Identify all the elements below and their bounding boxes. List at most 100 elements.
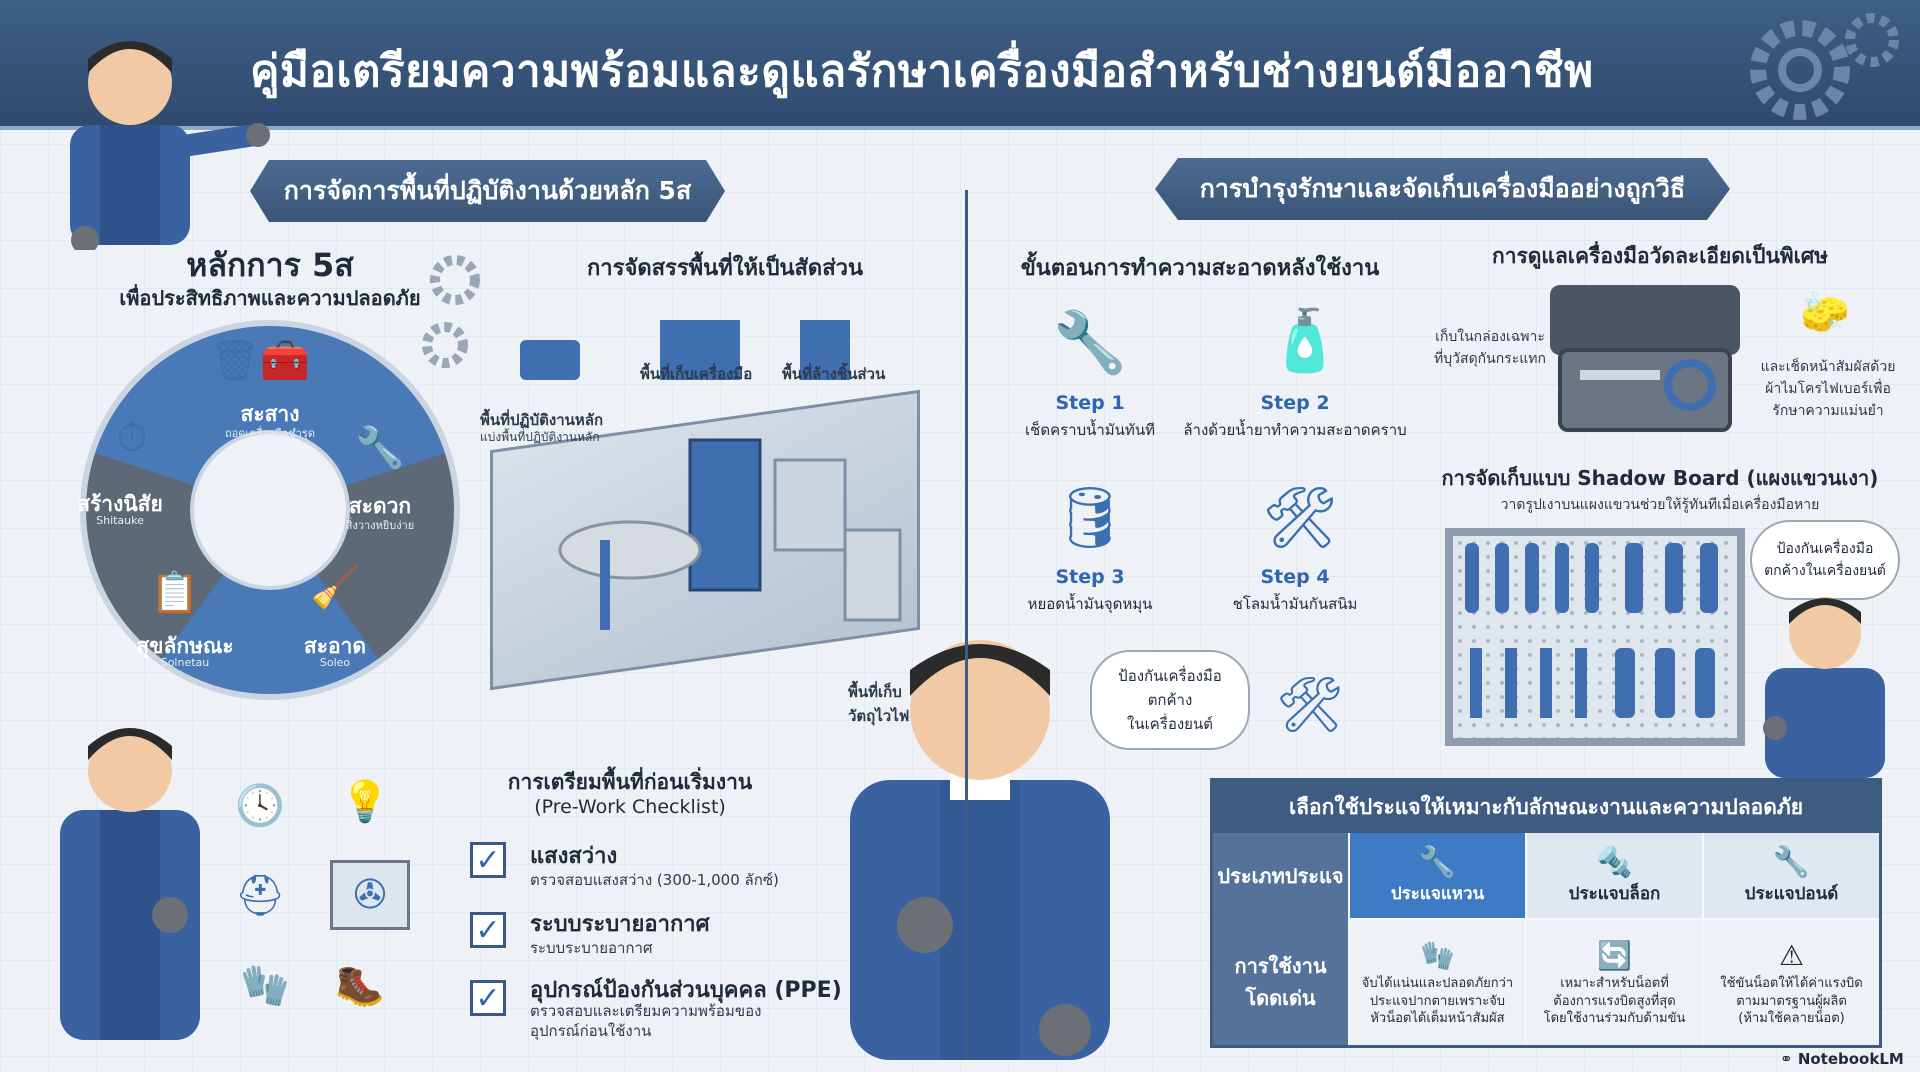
helmet-goggles-icon: ⛑ — [234, 872, 286, 919]
step-3-desc: หยอดน้ำมันจุดหมุน — [1027, 595, 1153, 613]
safety-boot-icon: 🥾 — [335, 962, 385, 1009]
segment-seiketsu-label: สุขลักษณะ — [136, 634, 234, 658]
shadow-subtitle: วาดรูปเงาบนแผงแขวนช่วยให้รู้ทันทีเมื่อเค… — [1500, 497, 1820, 513]
segment-seiri-sub: ถอดเครื่องมือชำรุด — [225, 427, 315, 440]
page-title: คู่มือเตรียมความพร้อมและดูแลรักษาเครื่อง… — [250, 46, 1594, 97]
ppe-checkbox[interactable]: ✓ — [470, 980, 506, 1016]
workshop-layout-illustration — [520, 320, 902, 630]
ventilation-fan-icon: ✇ — [330, 860, 410, 930]
header-banner: คู่มือเตรียมความพร้อมและดูแลรักษาเครื่อง… — [0, 0, 1920, 130]
cleaning-title: ขั้นตอนการทำความสะอาดหลังใช้งาน — [1020, 256, 1380, 281]
step-3-label: Step 3 — [1055, 566, 1125, 588]
mechanic-center-illustration — [850, 640, 1110, 1060]
torque-wrench-usage-cell: ⚠ ใช้ขันน็อตให้ได้ค่าแรงบิด ตามมาตรฐานผู… — [1704, 920, 1879, 1045]
segment-seiketsu-sub: Solnetau — [160, 656, 210, 669]
zone-material-label: พื้นที่เก็บ วัตถุไวไฟ — [848, 683, 910, 725]
glove-bolt-icon: 🧤 — [1420, 939, 1455, 973]
wrench-screwdriver-icon: 🛠 — [1275, 673, 1345, 736]
ventilation-checkbox[interactable]: ✓ — [470, 912, 506, 948]
segment-shitsuke-sub: Shitauke — [96, 514, 144, 527]
shadow-title: การจัดเก็บแบบ Shadow Board (แผงแขวนเงา) — [1441, 466, 1879, 490]
zone-wash-label: พื้นที่ล้างชิ้นส่วน — [782, 365, 886, 383]
segment-seiton-sub: สิ่งวางหยิบง่าย — [345, 519, 415, 532]
checklist-subtitle: (Pre-Work Checklist) — [534, 796, 726, 818]
zoning-title: การจัดสรรพื้นที่ให้เป็นสัดส่วน — [586, 256, 864, 281]
wrench-spray-icon: 🧴 — [1267, 305, 1343, 376]
section-title-maintenance: การบำรุงรักษาและจัดเก็บเครื่องมืออย่างถู… — [1155, 158, 1730, 220]
step-4-label: Step 4 — [1260, 566, 1330, 588]
section-divider — [965, 190, 968, 1060]
toolbox-icon: 🧰 — [260, 337, 310, 384]
mechanic-pointing-illustration — [70, 41, 270, 250]
step-4-desc: ชโลมน้ำมันกันสนิม — [1232, 595, 1358, 613]
step-2-desc: ล้างด้วยน้ำยาทำความสะอาดคราบ — [1183, 421, 1407, 439]
wrench-comparison-table: เลือกใช้ประแจให้เหมาะกับลักษณะงานและความ… — [1210, 778, 1882, 1048]
segment-seiton-label: สะดวก — [348, 494, 412, 518]
checklist-title: การเตรียมพื้นที่ก่อนเริ่มงาน — [507, 770, 753, 794]
precision-right-note: และเช็ดหน้าสัมผัสด้วย ผ้าไมโครไฟเบอร์เพื… — [1760, 359, 1896, 419]
crossed-tools-icon: 🛠 — [1261, 483, 1339, 553]
lighting-title: แสงสว่าง — [530, 844, 618, 869]
lightbulb-icon: 💡 — [340, 778, 390, 825]
ventilation-title: ระบบระบายอากาศ — [530, 912, 710, 937]
shadow-board-tools — [1465, 543, 1718, 718]
zone-main-desc: แบ่งพื้นที่ปฏิบัติงานหลัก — [480, 430, 600, 444]
row-label-usage: การใช้งาน โดดเด่น — [1213, 918, 1348, 1045]
ring-wrench-usage-cell: 🧤 จับได้แน่นและปลอดภัยกว่า ประแจปากตายเพ… — [1350, 920, 1525, 1045]
5s-cycle-center — [190, 430, 350, 590]
ring-wrench-usage: จับได้แน่นและปลอดภัยกว่า ประแจปากตายเพรา… — [1361, 976, 1514, 1027]
microfiber-cloth-icon: 🧽 — [1800, 289, 1850, 336]
shadow-speech-bubble: ป้องกันเครื่องมือ ตกค้างในเครื่องยนต์ — [1750, 520, 1900, 600]
col-torque-wrench[interactable]: 🔧 ประแจปอนด์ — [1704, 833, 1879, 918]
torque-wrench-usage: ใช้ขันน็อตให้ได้ค่าแรงบิด ตามมาตรฐานผู้ผ… — [1720, 976, 1863, 1027]
lighting-checkbox[interactable]: ✓ — [470, 842, 506, 878]
precision-case-illustration — [1550, 285, 1740, 432]
socket-wrench-usage: เหมาะสำหรับน็อตที่ ต้องการแรงบิดสูงที่สุ… — [1543, 976, 1686, 1027]
wrench-table-title: เลือกใช้ประแจให้เหมาะกับลักษณะงานและความ… — [1213, 781, 1879, 833]
col-ring-wrench[interactable]: 🔧 ประแจแหวน — [1350, 833, 1525, 918]
mechanic-shadow-board-illustration — [1763, 597, 1885, 778]
torque-wrench-icon: 🔧 — [1772, 844, 1811, 880]
socket-wrench-icon: 🔩 — [1595, 844, 1634, 880]
clock-icon: 🕓 — [235, 782, 285, 829]
ring-wrench-icon: 🔧 — [1418, 844, 1457, 880]
center-speech-bubble: ป้องกันเครื่องมือ ตกค้าง ในเครื่องยนต์ — [1090, 650, 1250, 750]
ppe-desc: ตรวจสอบและเตรียมความพร้อมของ อุปกรณ์ก่อน… — [530, 1002, 762, 1040]
step-1-desc: เช็ดคราบน้ำมันทันที — [1025, 421, 1155, 439]
col-socket-wrench[interactable]: 🔩 ประแจบล็อก — [1527, 833, 1702, 918]
ppe-title: อุปกรณ์ป้องกันส่วนบุคคล (PPE) — [530, 978, 842, 1003]
gear-icon — [1750, 13, 1899, 120]
socket-wrench-usage-cell: 🔄 เหมาะสำหรับน็อตที่ ต้องการแรงบิดสูงที่… — [1527, 920, 1702, 1045]
step-2-label: Step 2 — [1260, 392, 1330, 414]
section-title-5s: การจัดการพื้นที่ปฏิบัติงานด้วยหลัก 5ส — [250, 160, 725, 222]
precision-title: การดูแลเครื่องมือวัดละเอียดเป็นพิเศษ — [1491, 244, 1829, 268]
ventilation-desc: ระบบระบายอากาศ — [530, 939, 653, 957]
precision-left-note: เก็บในกล่องเฉพาะ ที่บุวัสดุกันกระแทก — [1434, 329, 1546, 367]
brand-text: NotebookLM — [1797, 1050, 1904, 1068]
principles-title: หลักการ 5ส — [186, 246, 354, 284]
socket-wrench-name: ประแจบล็อก — [1568, 883, 1661, 904]
lighting-desc: ตรวจสอบแสงสว่าง (300-1,000 ลักซ์) — [530, 871, 779, 889]
organizer-icon: 🔧 — [355, 425, 405, 471]
brand-watermark: ⚭ NotebookLM — [1780, 1050, 1904, 1068]
segment-seiri-label: สะสาง — [240, 402, 300, 426]
oil-can-icon: 🛢 — [1051, 483, 1129, 553]
segment-seiso-sub: Soleo — [319, 656, 351, 669]
segment-shitsuke-label: สร้างนิสัย — [77, 492, 163, 516]
zone-main-label: พื้นที่ปฏิบัติงานหลัก — [480, 411, 604, 429]
zone-storage-label: พื้นที่เก็บเครื่องมือ — [640, 365, 753, 383]
ring-wrench-name: ประแจแหวน — [1390, 883, 1485, 904]
clipboard-checklist-icon: 📋 — [150, 570, 200, 616]
gauge-warning-icon: ⚠ — [1778, 939, 1805, 973]
trash-bin-icon: 🗑 — [209, 337, 261, 384]
worker-clock-icon: ⏱ — [116, 414, 148, 461]
wrench-cloth-icon: 🔧 — [1052, 308, 1128, 378]
rotation-wrench-icon: 🔄 — [1597, 939, 1632, 973]
broom-icon: 🧹 — [310, 565, 360, 611]
torque-wrench-name: ประแจปอนด์ — [1744, 883, 1839, 904]
step-1-label: Step 1 — [1055, 392, 1125, 414]
gear-icon — [422, 255, 480, 368]
gloves-icon: 🧤 — [240, 962, 290, 1009]
brand-icon: ⚭ — [1780, 1050, 1793, 1068]
segment-seiso-label: สะอาด — [303, 634, 367, 658]
